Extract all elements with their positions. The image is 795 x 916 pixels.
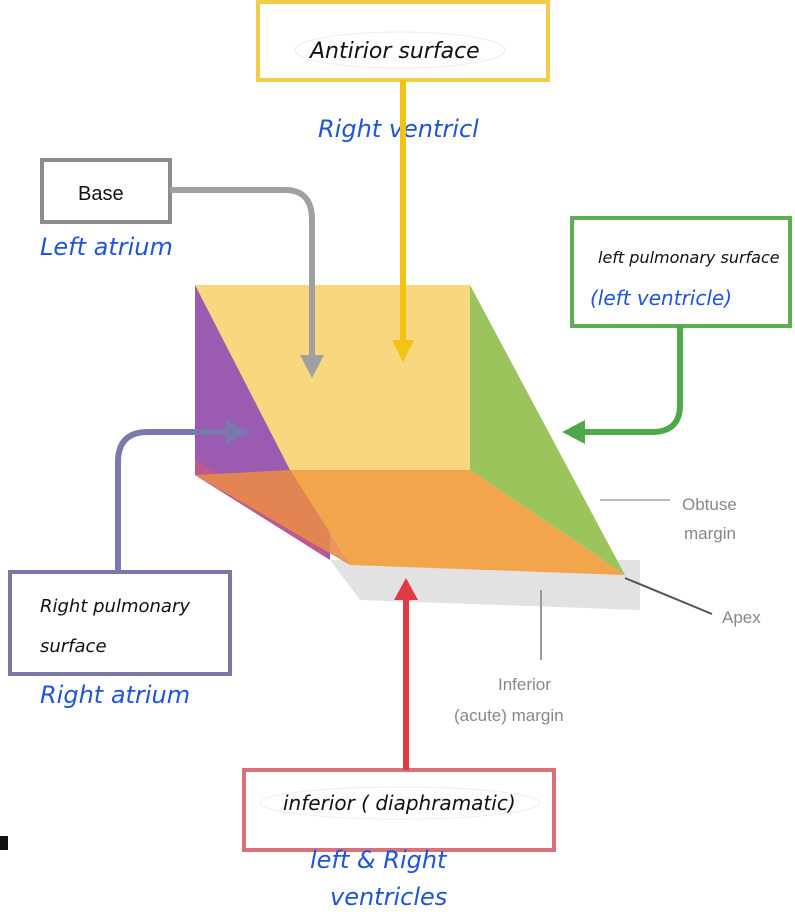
left-pulmonary-arrow	[580, 326, 683, 435]
base-arrow-head	[300, 355, 324, 378]
anterior-arrow-head	[392, 340, 414, 362]
right-pulmonary-label-2: surface	[40, 636, 107, 657]
left-pulmonary-box	[570, 216, 792, 328]
right-pulmonary-arrow-head	[226, 420, 250, 444]
anterior-label-bg	[294, 31, 506, 69]
base-label: Base	[78, 183, 124, 205]
right-pulmonary-note: Right atrium	[40, 681, 190, 709]
left-pulmonary-label-1: left pulmonary surface	[598, 248, 780, 267]
anterior-surface-note: Right ventricl	[318, 115, 479, 143]
obtuse-margin-label-1: Obtuse	[682, 495, 737, 514]
obtuse-margin-label-2: margin	[684, 524, 736, 543]
left-pulmonary-arrow-head	[562, 420, 585, 444]
top-face	[290, 470, 625, 575]
inferior-note-2: ventricles	[330, 883, 447, 911]
inferior-note-1: left & Right	[310, 846, 448, 874]
right-pulmonary-box	[8, 570, 232, 676]
inferior-arrow-head	[394, 578, 418, 600]
inferior-label: inferior ( diaphramatic)	[283, 791, 516, 815]
right-pulmonary-label-1: Right pulmonary	[40, 596, 190, 617]
inferior-margin-label-1: Inferior	[498, 675, 551, 694]
inferior-margin-label-2: (acute) margin	[454, 706, 564, 725]
bottom-face	[195, 470, 350, 565]
apex-line	[624, 577, 713, 615]
inferior-label-bg	[259, 786, 541, 820]
right-pulmonary-arrow	[115, 429, 230, 572]
base-arrow	[170, 187, 315, 360]
left-pulmonary-label-2: (left ventricle)	[590, 286, 732, 310]
apex-label: Apex	[722, 608, 761, 627]
base-note: Left atrium	[40, 233, 173, 261]
corner-mark	[0, 836, 8, 850]
anterior-surface-label: Antirior surface	[308, 39, 480, 64]
right-face	[470, 285, 625, 575]
